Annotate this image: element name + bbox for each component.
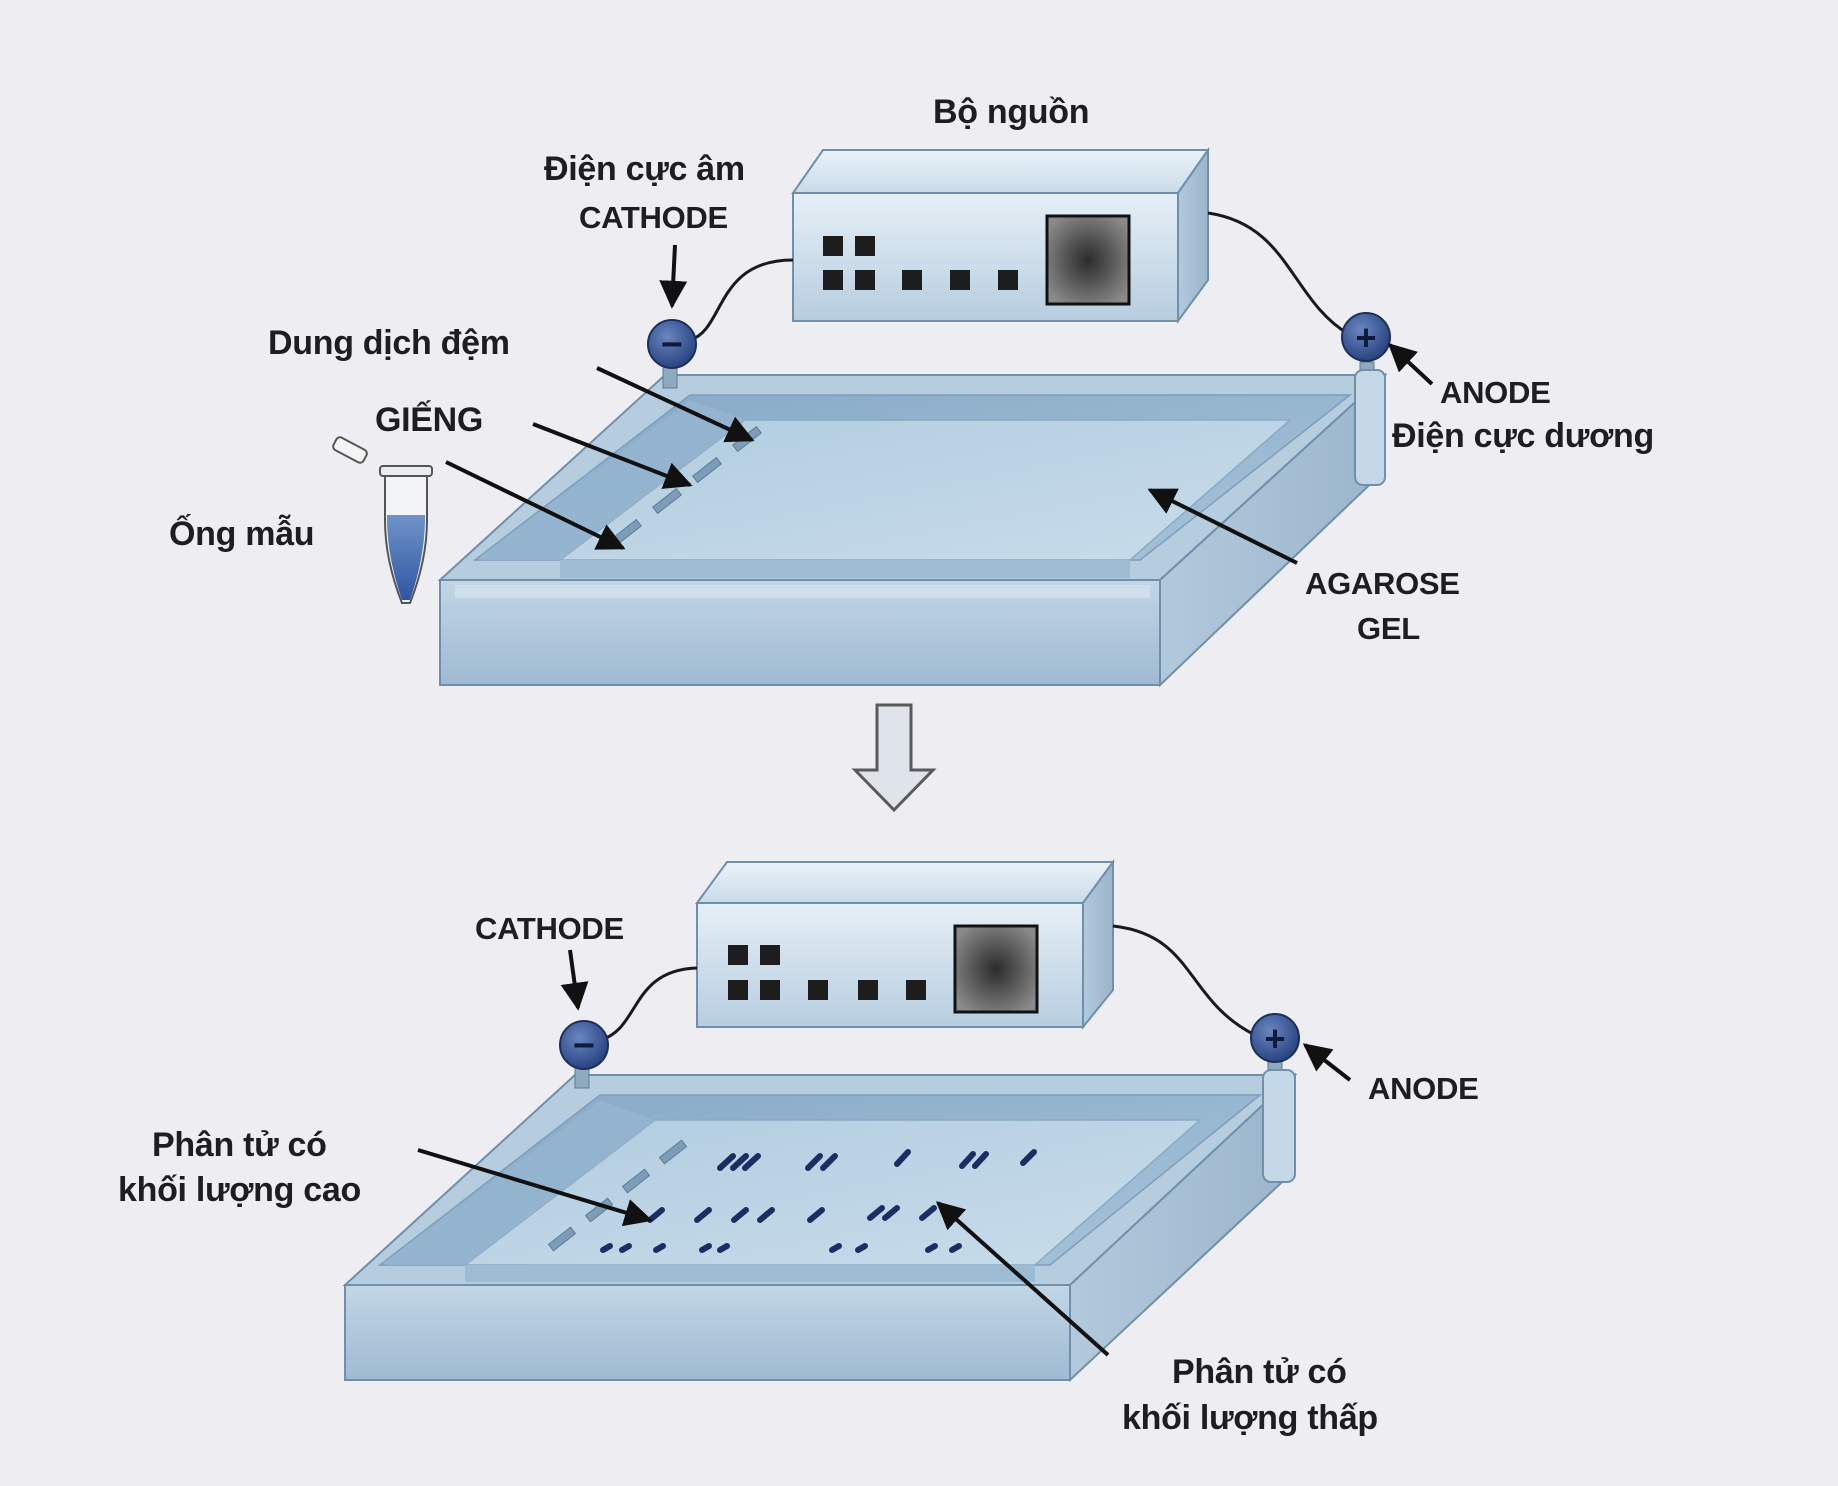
high-mass-label-line1: Phân tử có (152, 1126, 327, 1164)
dna-band (972, 1151, 989, 1169)
low-mass-arrow (935, 1201, 1110, 1357)
anode-wire-top (1207, 211, 1351, 337)
sample-tube (332, 436, 433, 604)
anode-housing-bottom (1262, 1069, 1296, 1183)
dna-band (919, 1205, 937, 1221)
anode-wire-bottom (1112, 924, 1256, 1037)
cathode-electrode-top: − (647, 319, 697, 369)
low-mass-label-line2: khối lượng thấp (1122, 1399, 1378, 1437)
dna-band (600, 1243, 613, 1253)
svg-text:+: + (1264, 1018, 1285, 1059)
callout-arrows-top (445, 244, 1434, 565)
cathode-electrode-bottom: − (559, 1020, 609, 1070)
buffer-label: Dung dịch đệm (268, 324, 510, 362)
dna-band (717, 1243, 730, 1253)
cathode-arrow (659, 244, 688, 309)
svg-text:−: − (573, 1025, 595, 1067)
dna-band (829, 1243, 842, 1253)
dna-band (805, 1153, 823, 1171)
buffer-compartment (480, 400, 745, 560)
agarose-gel-slab-bottom (462, 1119, 1202, 1282)
dna-band (653, 1243, 666, 1253)
cathode-wire-bottom (599, 966, 698, 1042)
cathode-label: CATHODE (579, 200, 728, 235)
dna-band (1020, 1149, 1037, 1166)
dna-band (949, 1243, 962, 1253)
high-mass-label-line2: khối lượng cao (118, 1171, 361, 1209)
cathode-wire-top (689, 258, 794, 342)
dna-band (807, 1207, 825, 1223)
dna-band (730, 1153, 749, 1171)
dna-band (731, 1207, 749, 1223)
power-supply-top (791, 146, 1210, 325)
dna-band (855, 1243, 868, 1253)
dna-band (867, 1205, 885, 1221)
bottom-panel: − + (342, 858, 1352, 1383)
buffer-arrow (596, 366, 755, 443)
anode-label-bottom: ANODE (1368, 1071, 1479, 1106)
cathode-arrow-bottom (560, 949, 589, 1011)
gel-arrow (1147, 488, 1298, 565)
tube-arrow (445, 460, 626, 550)
low-mass-label-line1: Phân tử có (1172, 1353, 1347, 1391)
anode-electrode-top: + (1341, 312, 1391, 362)
dna-band (699, 1243, 712, 1253)
dna-band (882, 1205, 900, 1221)
dna-band (742, 1153, 761, 1171)
process-arrow (851, 703, 937, 813)
sample-tube-label: Ống mẫu (169, 515, 315, 553)
anode-vi-label: Điện cực dương (1392, 417, 1654, 455)
gel-label-line2: GEL (1357, 611, 1420, 646)
dna-band (925, 1243, 938, 1253)
dna-band (694, 1207, 712, 1223)
callout-arrows-bottom (417, 949, 1352, 1357)
dna-bands (600, 1149, 1037, 1253)
dna-band (820, 1153, 838, 1171)
well-arrow (532, 422, 693, 489)
dna-band (894, 1149, 911, 1167)
cathode-label-bottom: CATHODE (475, 911, 624, 946)
dna-band (757, 1207, 775, 1223)
power-supply-bottom (695, 858, 1115, 1030)
dna-band (619, 1243, 632, 1253)
dna-band (959, 1151, 976, 1169)
well-label: GIẾNG (375, 401, 484, 439)
anode-arrow-bottom (1302, 1043, 1352, 1082)
anode-arrow (1387, 343, 1434, 386)
svg-text:+: + (1355, 317, 1376, 358)
power-supply-label: Bộ nguồn (933, 93, 1090, 131)
cathode-vi-label: Điện cực âm (544, 150, 745, 188)
high-mass-arrow (417, 1148, 653, 1227)
anode-housing (1354, 369, 1386, 486)
top-panel: − + (332, 146, 1434, 688)
svg-text:−: − (661, 324, 683, 366)
gel-label-line1: AGAROSE (1305, 566, 1460, 601)
gel-wells-bottom (547, 1139, 688, 1252)
anode-label: ANODE (1440, 375, 1551, 410)
anode-electrode-bottom: + (1250, 1013, 1300, 1063)
dna-band (717, 1153, 736, 1171)
